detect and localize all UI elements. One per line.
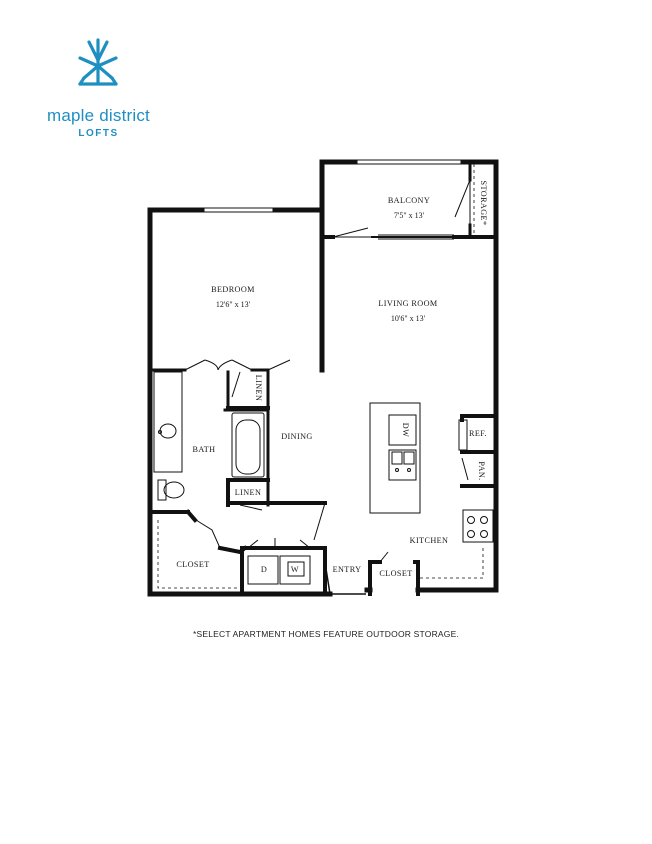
bedroom-label: BEDROOM [211,285,255,294]
washer-label: W [291,565,299,574]
dishwasher-label: DW [401,423,410,437]
pantry-label: PAN. [477,461,486,480]
living-room-label: LIVING ROOM [378,299,438,308]
brand-subtitle: LOFTS [78,128,119,139]
refrigerator-label: REF. [469,429,487,438]
bath-label: BATH [193,445,216,454]
outer-wall [147,159,499,597]
entry-label: ENTRY [333,565,362,574]
dryer-label: D [261,565,267,574]
linen-closet-bottom-label: LINEN [235,488,262,497]
linen-closet-top-label: LINEN [254,375,263,402]
balcony-dimensions: 7'5" x 13' [394,211,425,220]
dining-label: DINING [281,432,313,441]
balcony-label: BALCONY [388,196,430,205]
footnote: *SELECT APARTMENT HOMES FEATURE OUTDOOR … [192,629,460,639]
living-room-dimensions: 10'6" x 13' [391,314,426,323]
kitchen-label: KITCHEN [410,536,449,545]
entry-closet-label: CLOSET [379,569,412,578]
brand-name: maple district [47,106,150,125]
bedroom-dimensions: 12'6" x 13' [216,300,251,309]
brand-logo: maple district LOFTS [36,36,161,146]
storage-label: STORAGE* [479,181,488,226]
maple-leaf-icon [78,38,118,86]
closet-label: CLOSET [176,560,209,569]
